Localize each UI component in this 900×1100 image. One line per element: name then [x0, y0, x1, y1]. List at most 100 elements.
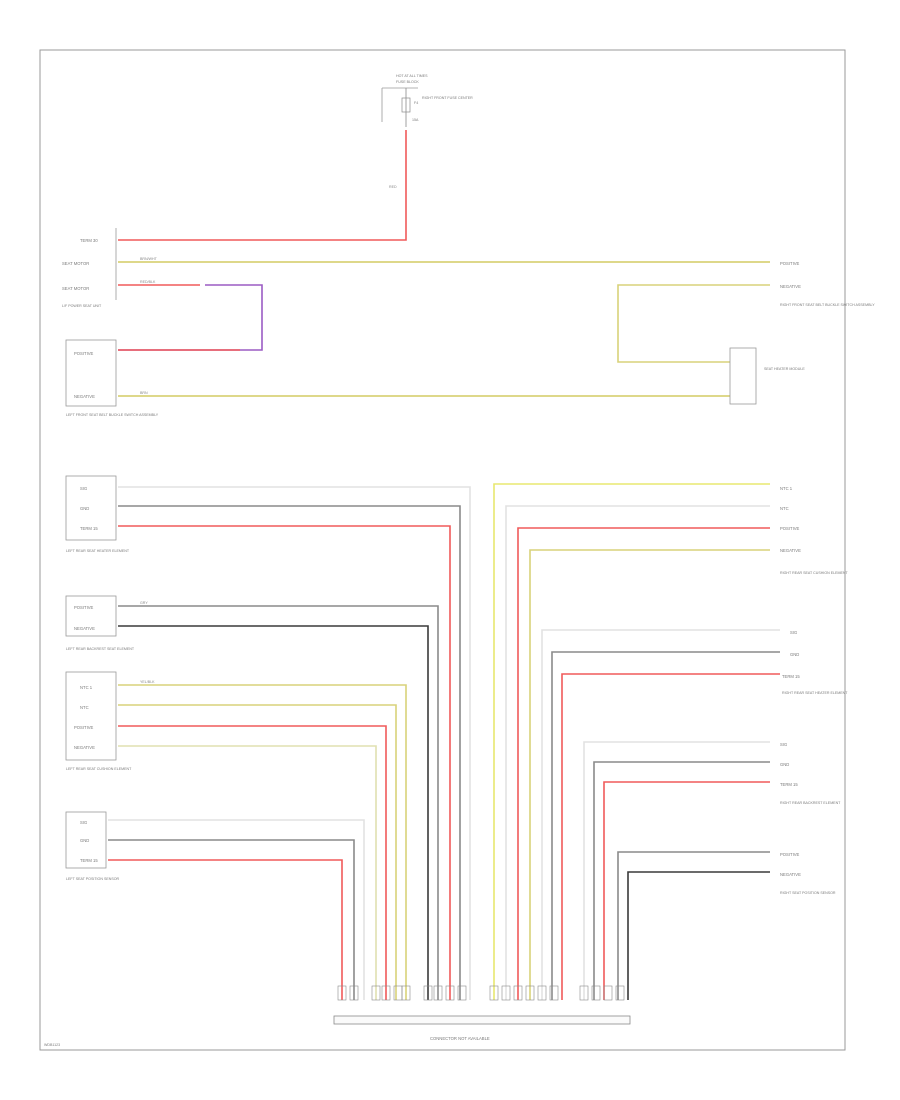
pin-negative-rs-label: NEGATIVE	[780, 872, 801, 877]
pin-ntc1-label: NTC 1	[80, 685, 93, 690]
connector-pins	[337, 985, 625, 1001]
fuse-id-label: F4	[414, 101, 418, 105]
wire-lr-sig	[118, 486, 471, 1000]
wire-rb-gnd	[593, 761, 770, 1000]
pin-positive-right-label: POSITIVE	[780, 261, 800, 266]
wire-lrb-pos	[118, 605, 439, 1000]
hot-at-all-times-label: HOT AT ALL TIMES	[396, 74, 428, 78]
left-front-buckle-switch: POSITIVE NEGATIVE LEFT FRONT SEAT BELT B…	[65, 339, 159, 417]
bottom-connector-label: CONNECTOR NOT AVAILABLE	[430, 1036, 490, 1041]
pin-sig-rb-label: SIG	[780, 742, 787, 747]
wire-label-brn: BRN	[140, 391, 148, 395]
pin-ntc1-r-label: NTC 1	[780, 486, 793, 491]
wire-label-red-blk: RED/BLK	[140, 280, 156, 284]
wire-label-brn-wht: BRN/WHT	[140, 257, 158, 261]
left-rear-seat-heater: SIG GND TERM 15 LEFT REAR SEAT HEATER EL…	[65, 475, 130, 553]
right-rear-seat: SIG GND TERM 15 RIGHT REAR SEAT HEATER E…	[782, 630, 848, 695]
wire-fuse-feed	[118, 130, 407, 241]
bottom-connector: CONNECTOR NOT AVAILABLE	[333, 985, 631, 1041]
pin-ntc-r-label: NTC	[780, 506, 789, 511]
right-front-buckle-switch: POSITIVE NEGATIVE RIGHT FRONT SEAT BELT …	[780, 261, 875, 307]
wire-rrc-ntc	[505, 505, 770, 1000]
wire-rrc-ntc1	[493, 483, 770, 1000]
wire-lrc-neg	[118, 745, 377, 1000]
pin-sig-a-label: SIG	[80, 486, 87, 491]
pin-term15-a-label: TERM 15	[80, 526, 98, 531]
fuse-note-label: RIGHT FRONT FUSE CENTER	[422, 96, 473, 100]
left-rear-cushion-label: LEFT REAR SEAT CUSHION ELEMENT	[66, 767, 132, 771]
corner-code: WDB1123	[44, 1043, 60, 1047]
fuse-amp-label: 15A	[412, 118, 419, 122]
wire-rb-sig	[583, 741, 770, 1000]
left-power-seat-unit-label: L/F POWER SEAT UNIT	[62, 304, 102, 308]
pin-sig-rr-label: SIG	[790, 630, 797, 635]
wire-rr-gnd	[551, 651, 780, 1000]
pin-term15-d-label: TERM 15	[80, 858, 98, 863]
pin-negative-label: NEGATIVE	[74, 394, 95, 399]
wire-lsp-sig	[108, 819, 365, 1000]
pin-positive-rs-label: POSITIVE	[780, 852, 800, 857]
wire-lrb-neg	[118, 625, 429, 1000]
pin-positive-r-label: POSITIVE	[780, 526, 800, 531]
right-rear-seat-label: RIGHT REAR SEAT HEATER ELEMENT	[782, 691, 848, 695]
right-front-buckle-label: RIGHT FRONT SEAT BELT BUCKLE SWITCH ASSE…	[780, 303, 875, 307]
right-seat-position: POSITIVE NEGATIVE RIGHT SEAT POSITION SE…	[780, 852, 836, 895]
wire-lr-term15	[118, 525, 451, 1000]
left-rear-backrest: POSITIVE NEGATIVE LEFT REAR BACKREST SEA…	[65, 595, 135, 651]
right-seat-position-label: RIGHT SEAT POSITION SENSOR	[780, 891, 836, 895]
pin-negative-right-label: NEGATIVE	[780, 284, 801, 289]
wire-label-yel-blk: YEL/BLK	[140, 680, 155, 684]
wire-lr-gnd	[118, 505, 461, 1000]
pin-positive-label: POSITIVE	[74, 351, 94, 356]
wire-label-gry: GRY	[140, 601, 148, 605]
wire-rr-term15	[561, 673, 780, 1000]
left-front-buckle-label: LEFT FRONT SEAT BELT BUCKLE SWITCH ASSEM…	[66, 413, 159, 417]
wire-lrc-ntc1	[118, 684, 407, 1000]
pin-seat-motor-a-label: SEAT MOTOR	[62, 261, 89, 266]
pin-gnd-a-label: GND	[80, 506, 89, 511]
pin-term15-rr-label: TERM 15	[782, 674, 800, 679]
pin-positive-c-label: POSITIVE	[74, 725, 94, 730]
left-rear-cushion: NTC 1 NTC POSITIVE NEGATIVE LEFT REAR SE…	[65, 671, 132, 771]
diagram-frame	[39, 49, 846, 1051]
wire-rs-pos	[617, 851, 770, 1000]
wire-label-red: RED	[389, 185, 397, 189]
pin-negative-b-label: NEGATIVE	[74, 626, 95, 631]
right-rear-cushion-label: RIGHT REAR SEAT CUSHION ELEMENT	[780, 571, 848, 575]
pin-positive-b-label: POSITIVE	[74, 605, 94, 610]
fuse-block-label: FUSE BLOCK	[396, 80, 419, 84]
seat-heater-module: SEAT HEATER MODULE	[729, 347, 805, 405]
pin-ntc-label: NTC	[80, 705, 89, 710]
right-rear-backrest: SIG GND TERM 15 RIGHT REAR BACKREST ELEM…	[780, 742, 841, 805]
seat-heater-module-label: SEAT HEATER MODULE	[764, 367, 805, 371]
pin-gnd-rb-label: GND	[780, 762, 789, 767]
left-power-seat-unit: TERM 30 SEAT MOTOR SEAT MOTOR L/F POWER …	[62, 228, 117, 308]
wire-lsp-term15	[108, 859, 343, 1000]
wire-lsp-gnd	[108, 839, 355, 1000]
left-rear-seat-label: LEFT REAR SEAT HEATER ELEMENT	[66, 549, 130, 553]
pin-negative-c-label: NEGATIVE	[74, 745, 95, 750]
pin-gnd-d-label: GND	[80, 838, 89, 843]
wire-rb-term15	[603, 781, 770, 1000]
pin-negative-r-label: NEGATIVE	[780, 548, 801, 553]
left-seat-position: SIG GND TERM 15 LEFT SEAT POSITION SENSO…	[65, 811, 120, 881]
right-rear-cushion: NTC 1 NTC POSITIVE NEGATIVE RIGHT REAR S…	[780, 486, 848, 575]
wire-lrc-ntc	[118, 704, 397, 1000]
pin-term30-label: TERM 30	[80, 238, 98, 243]
wire-seat-motor-b-violet	[118, 284, 263, 351]
right-rear-backrest-label: RIGHT REAR BACKREST ELEMENT	[780, 801, 841, 805]
pin-gnd-rr-label: GND	[790, 652, 799, 657]
wire-rrc-pos	[517, 527, 770, 1000]
wire-rr-sig	[541, 629, 780, 1000]
fuse-block: HOT AT ALL TIMES FUSE BLOCK F4 15A RIGHT…	[381, 74, 473, 127]
wire-rrc-neg	[529, 549, 770, 1000]
pin-sig-d-label: SIG	[80, 820, 87, 825]
left-rear-backrest-label: LEFT REAR BACKREST SEAT ELEMENT	[66, 647, 135, 651]
left-seat-position-label: LEFT SEAT POSITION SENSOR	[66, 877, 120, 881]
pin-term15-rb-label: TERM 15	[780, 782, 798, 787]
pin-seat-motor-b-label: SEAT MOTOR	[62, 286, 89, 291]
wire-lrc-pos	[118, 725, 387, 1000]
wire-right-negative	[617, 284, 770, 363]
wire-rs-neg	[627, 871, 770, 1000]
